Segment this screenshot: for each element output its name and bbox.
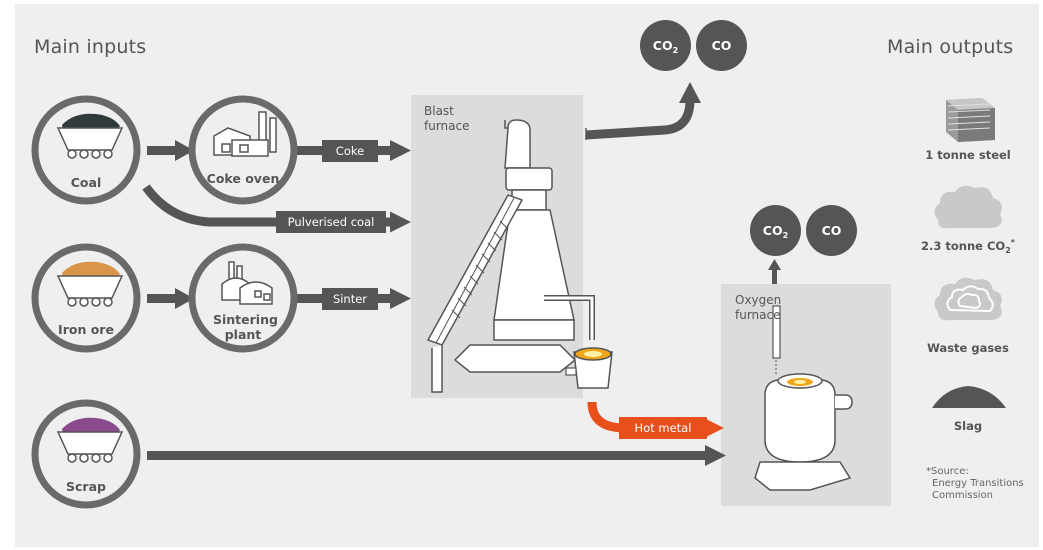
blast-furnace-label: Blast furnace [424,104,470,133]
oxygen-furnace-illustration [754,305,853,491]
sintering-plant-circle [188,243,298,353]
conveyor [426,194,524,393]
slag-label: Slag [953,419,983,433]
oxygen-co-bubble: CO [806,205,857,256]
coke-tag: Coke [322,140,378,162]
ladle [565,347,613,389]
blast-co2-bubble: CO2 [640,20,691,71]
iron-ore-to-sintering-arrow [147,288,194,309]
scrap-circle [31,399,141,509]
sintering-plant-label: Sintering plant [213,312,278,342]
co2-cloud-icon [934,185,1002,229]
co2-output-label: 2.3 tonne CO2* [921,238,1015,255]
steel-icon [946,98,995,142]
pulverised-coal-arrow [142,184,411,233]
iron-ore-label: Iron ore [58,322,114,337]
waste-gases-label: Waste gases [927,341,1009,355]
source-footnote: *Source: Energy Transitions Commission [926,466,1024,501]
pulverised-coal-tag: Pulverised coal [276,211,386,233]
waste-gases-icon [934,277,1002,321]
scrap-arrow [147,445,726,466]
blast-furnace-gas-arrow [585,82,701,140]
main-inputs-heading: Main inputs [34,36,147,58]
blast-furnace-illustration [426,119,613,393]
scrap-label: Scrap [66,479,106,494]
main-outputs-heading: Main outputs [887,36,1014,58]
oxygen-co2-bubble: CO2 [750,205,801,256]
oxygen-furnace-gas-arrow [768,259,781,284]
coke-oven-circle [188,95,298,205]
blast-co-bubble: CO [696,20,747,71]
oxygen-furnace-label: Oxygen furnace [735,293,782,322]
slag-icon [932,386,1006,408]
steel-label: 1 tonne steel [925,148,1011,162]
hot-metal-tag: Hot metal [619,417,707,439]
iron-ore-circle [31,243,141,353]
sinter-tag: Sinter [322,288,378,310]
coal-to-coke-oven-arrow [147,140,194,161]
coal-circle [31,95,141,205]
coke-oven-label: Coke oven [206,171,280,186]
coal-label: Coal [70,175,102,190]
